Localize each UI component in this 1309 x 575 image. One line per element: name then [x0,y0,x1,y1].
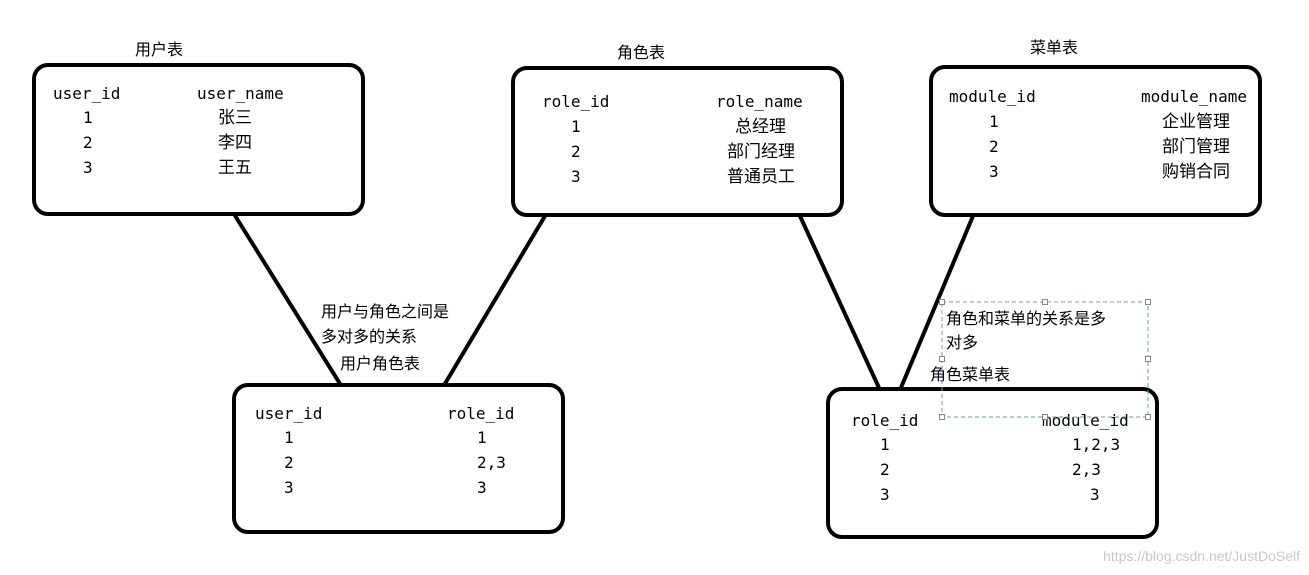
handle-top-center[interactable] [1042,299,1048,305]
role-table-row1-name: 总经理 [735,117,786,137]
role-to-userrole-line [441,214,547,389]
role-module-table-row3-b: 3 [1090,485,1100,504]
role-module-table-row1-b: 1,2,3 [1072,435,1120,454]
role-module-table-row3-a: 3 [880,485,890,504]
user-role-table-row3-a: 3 [284,478,294,497]
module-table-col1-header: module_id [949,87,1036,106]
user-role-table-row2-b: 2,3 [477,453,506,472]
user-role-table-col2-header: role_id [447,404,514,423]
user-role-table-col1-header: user_id [255,404,322,423]
role-module-note-line1: 角色和菜单的关系是多 [946,309,1106,328]
role-table-col2-header: role_name [716,92,803,111]
module-table-title: 菜单表 [1030,38,1078,57]
user-table-row1-name: 张三 [218,108,252,128]
user-table-row3-id: 3 [83,158,93,177]
role-module-table: 角色菜单表 role_id module_id 1 1,2,3 2 2,3 3 … [826,365,1159,539]
role-to-rolemodule-line [798,215,882,391]
user-role-table-box [232,383,565,534]
module-to-rolemodule-line [898,215,975,391]
module-table-col2-header: module_name [1141,87,1247,106]
role-table-row2-id: 2 [571,142,581,161]
user-table-box [32,63,365,216]
user-table: 用户表 user_id user_name 1 张三 2 李四 3 王五 [32,40,365,216]
user-table-row1-id: 1 [83,108,93,127]
user-role-table-row1-b: 1 [477,428,487,447]
user-table-title: 用户表 [135,40,183,59]
user-role-table-row2-a: 2 [284,453,294,472]
user-role-table: user_id role_id 1 1 2 2,3 3 3 [232,383,565,534]
user-table-col1-header: user_id [53,84,120,103]
role-table: 角色表 role_id role_name 1 总经理 2 部门经理 3 普通员… [511,43,844,217]
module-table-row2-id: 2 [989,137,999,156]
role-module-table-box [826,387,1159,539]
role-table-row2-name: 部门经理 [727,142,795,162]
role-module-table-row1-a: 1 [880,435,890,454]
user-role-note-line1: 用户与角色之间是 [321,302,449,321]
role-module-table-row2-b: 2,3 [1072,460,1101,479]
handle-bottom-left[interactable] [939,414,945,420]
handle-bottom-center[interactable] [1042,414,1048,420]
user-to-userrole-line [232,212,344,389]
user-table-row3-name: 王五 [218,158,252,178]
user-role-table-title: 用户角色表 [340,354,420,373]
handle-bottom-right[interactable] [1145,414,1151,420]
role-module-table-col2-header: module_id [1042,411,1129,430]
role-module-note[interactable]: 角色和菜单的关系是多 对多 [939,299,1151,420]
handle-top-left[interactable] [939,299,945,305]
module-table-row2-name: 部门管理 [1162,137,1230,157]
role-module-table-title: 角色菜单表 [930,365,1010,384]
role-table-row3-name: 普通员工 [727,167,795,187]
user-role-table-row1-a: 1 [284,428,294,447]
role-table-row1-id: 1 [571,117,581,136]
module-table-row3-name: 购销合同 [1162,162,1230,182]
user-table-row2-id: 2 [83,133,93,152]
role-table-title: 角色表 [617,43,665,62]
module-table-row1-name: 企业管理 [1162,112,1230,132]
user-table-col2-header: user_name [197,84,284,103]
role-module-table-col1-header: role_id [851,411,918,430]
module-table: 菜单表 module_id module_name 1 企业管理 2 部门管理 … [929,38,1262,217]
module-table-row1-id: 1 [989,112,999,131]
role-module-note-line2: 对多 [946,333,978,352]
role-table-row3-id: 3 [571,167,581,186]
handle-middle-left[interactable] [939,356,945,362]
role-module-table-row2-a: 2 [880,460,890,479]
connectors [232,212,975,391]
role-table-col1-header: role_id [542,92,609,111]
handle-top-right[interactable] [1145,299,1151,305]
user-table-row2-name: 李四 [218,133,252,153]
module-table-box [929,65,1262,217]
user-role-table-row3-b: 3 [477,478,487,497]
user-role-note-line2: 多对多的关系 [321,327,417,346]
handle-middle-right[interactable] [1145,356,1151,362]
module-table-row3-id: 3 [989,162,999,181]
watermark: https://blog.csdn.net/JustDoSelf [1103,548,1300,564]
role-table-box [511,66,844,217]
user-role-note: 用户与角色之间是 多对多的关系 用户角色表 [321,302,449,373]
selection-handles[interactable] [939,299,1151,420]
